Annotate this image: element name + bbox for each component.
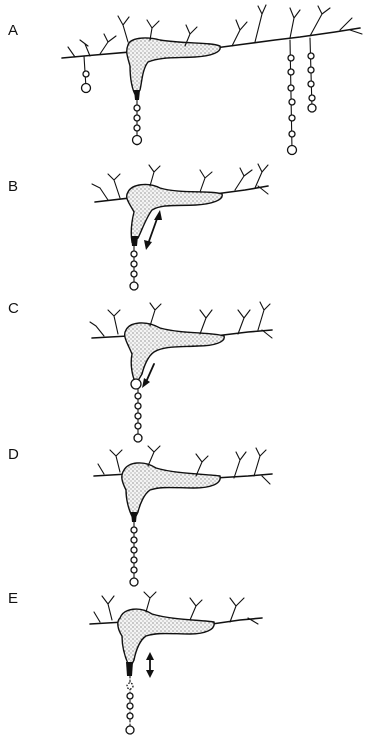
panel-a-drawing	[0, 0, 366, 160]
panel-b-drawing	[0, 160, 366, 300]
panel-c: C	[0, 300, 366, 446]
panel-a: A	[0, 0, 366, 160]
panel-d: D	[0, 446, 366, 590]
panel-c-drawing	[0, 300, 366, 446]
panel-e-drawing	[0, 590, 366, 738]
panel-d-drawing	[0, 446, 366, 590]
panel-b: B	[0, 160, 366, 300]
panel-e: E	[0, 590, 366, 738]
